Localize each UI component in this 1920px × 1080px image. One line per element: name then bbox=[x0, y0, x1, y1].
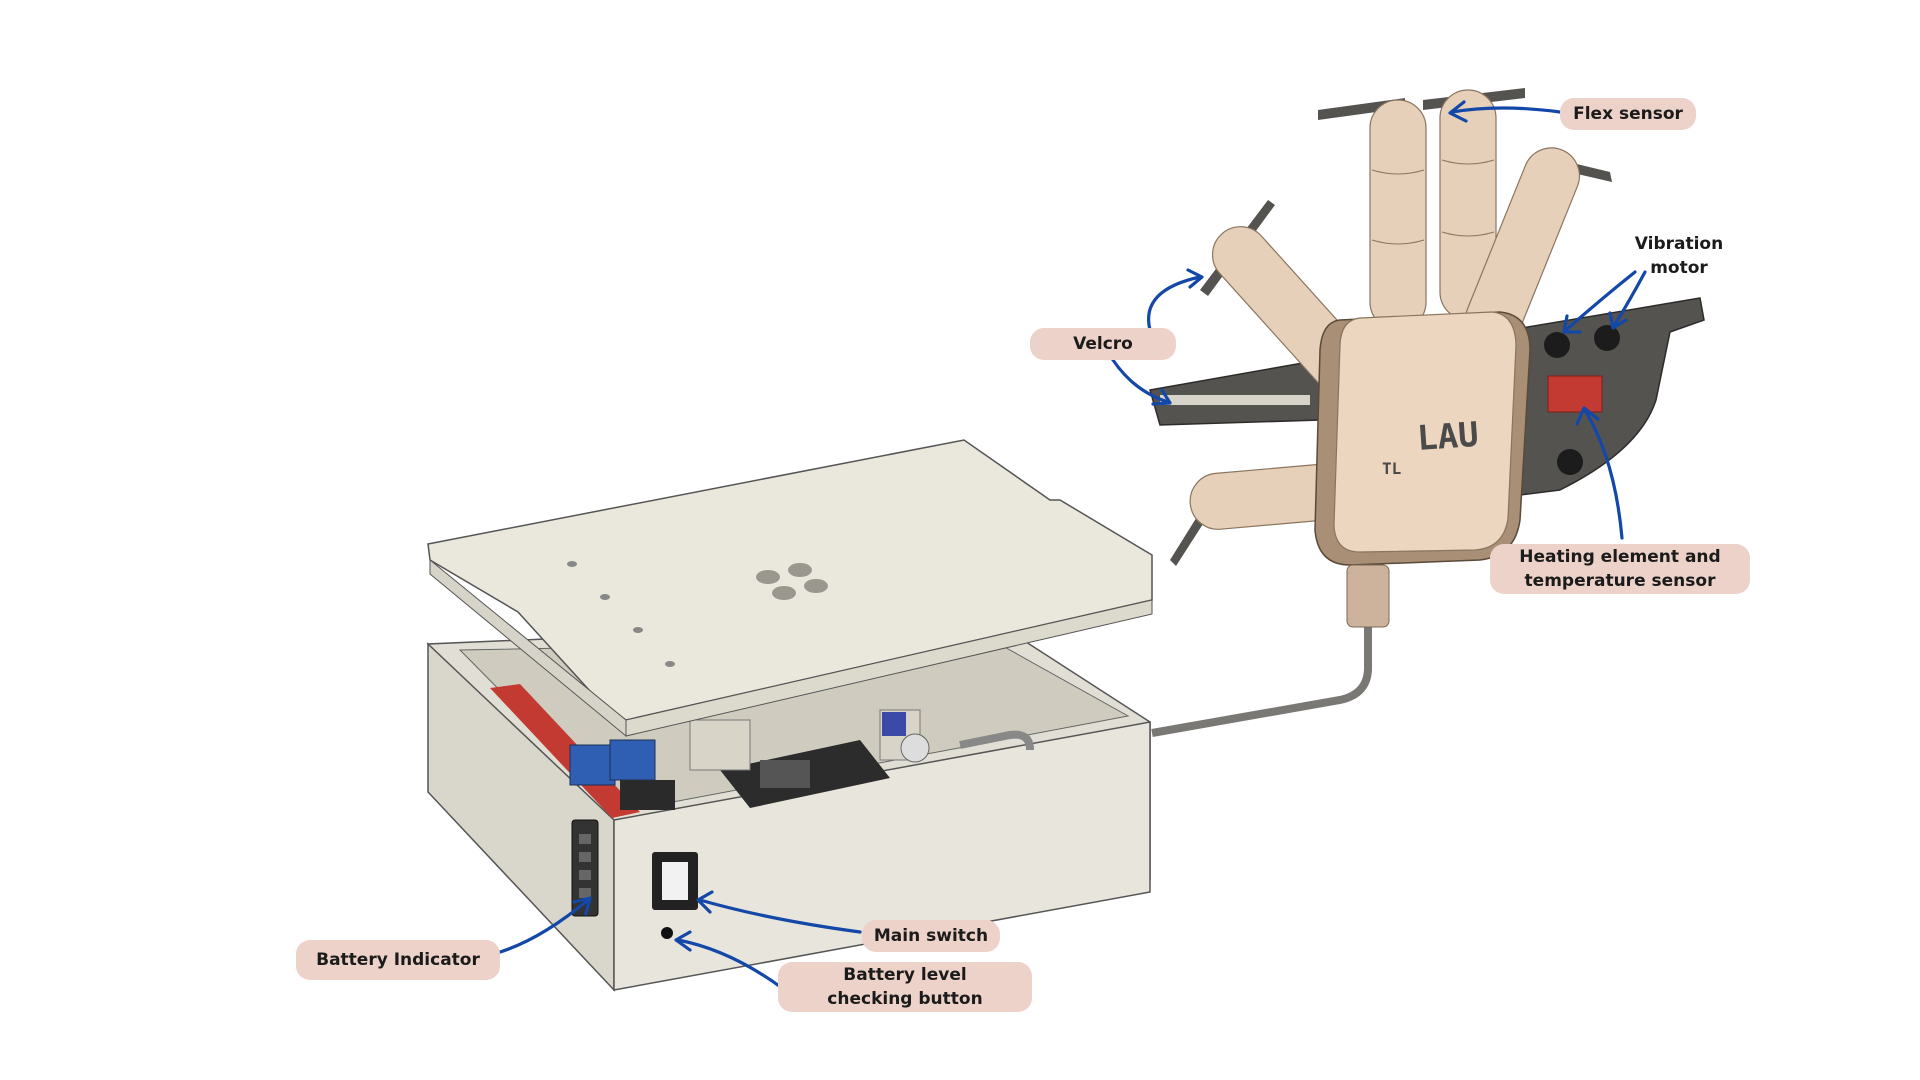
logo-text-main: LAU bbox=[1416, 415, 1480, 459]
label-heating-element-line1: Heating element and bbox=[1519, 545, 1720, 569]
label-flex-sensor-text: Flex sensor bbox=[1573, 102, 1683, 126]
logo-text-sub: TL bbox=[1382, 459, 1401, 478]
label-vibration-motor: Vibration motor bbox=[1594, 240, 1764, 272]
connecting-cable bbox=[1152, 575, 1368, 733]
label-main-switch: Main switch bbox=[862, 920, 1000, 952]
label-heating-element: Heating element and temperature sensor bbox=[1490, 544, 1750, 594]
label-main-switch-text: Main switch bbox=[874, 924, 988, 948]
label-velcro-text: Velcro bbox=[1073, 332, 1133, 356]
label-vibration-motor-text: Vibration motor bbox=[1604, 232, 1754, 280]
label-battery-indicator: Battery Indicator bbox=[296, 940, 500, 980]
label-heating-element-line2: temperature sensor bbox=[1525, 569, 1716, 593]
label-velcro: Velcro bbox=[1030, 328, 1176, 360]
label-flex-sensor: Flex sensor bbox=[1560, 98, 1696, 130]
arrow-icon bbox=[1452, 108, 1560, 112]
label-battery-level-line2: checking button bbox=[827, 987, 982, 1011]
label-battery-indicator-text: Battery Indicator bbox=[316, 948, 480, 972]
label-battery-level-line1: Battery level bbox=[843, 963, 966, 987]
label-battery-level-button: Battery level checking button bbox=[778, 962, 1032, 1012]
